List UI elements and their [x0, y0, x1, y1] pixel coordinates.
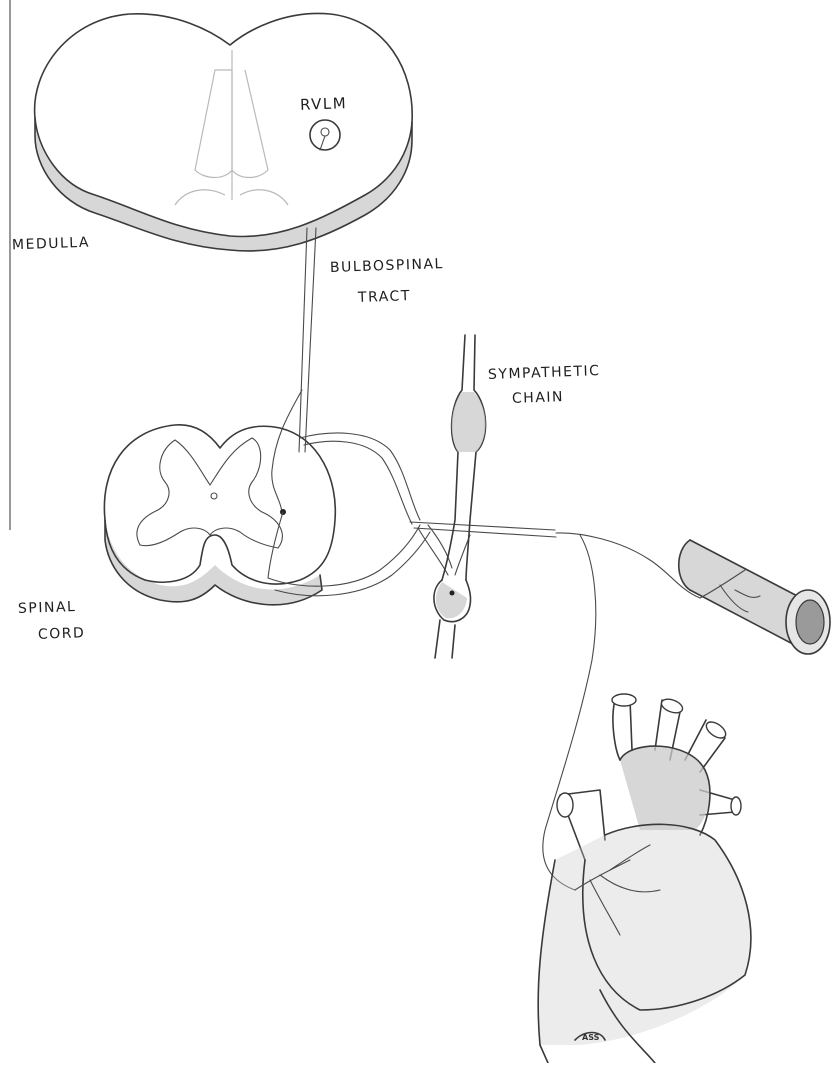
blood-vessel — [679, 540, 830, 654]
heart: ASS — [538, 694, 751, 1063]
spinal-cord-section — [104, 425, 335, 605]
label-medulla: MEDULLA — [12, 235, 90, 254]
bulbospinal-tract — [272, 228, 316, 515]
label-cord: CORD — [38, 625, 86, 643]
rvlm-nucleus — [310, 120, 340, 150]
artist-signature: ASS — [582, 1033, 600, 1042]
medulla-section — [35, 13, 413, 250]
spinal-nerve-roots — [268, 433, 556, 596]
label-spinal: SPINAL — [18, 599, 77, 617]
label-rvlm: RVLM — [300, 94, 348, 114]
label-chain: CHAIN — [512, 389, 565, 407]
label-tract: TRACT — [358, 288, 411, 306]
sympathetic-chain — [434, 335, 486, 658]
